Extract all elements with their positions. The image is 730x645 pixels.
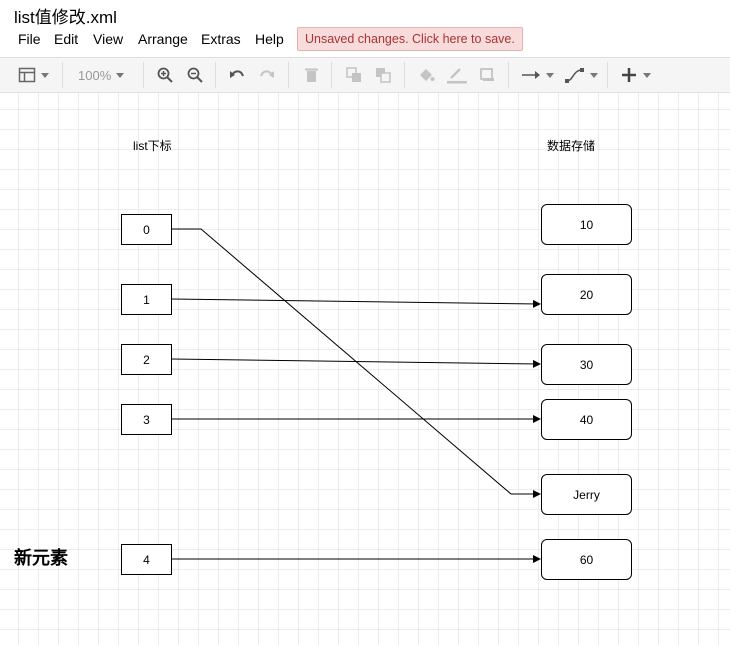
line-color-icon — [447, 68, 467, 84]
new-element-label[interactable]: 新元素 — [14, 548, 68, 568]
right-column-header[interactable]: 数据存储 — [547, 139, 596, 153]
zoom-in-button[interactable] — [156, 64, 174, 86]
delete-icon — [305, 68, 318, 82]
menu-edit[interactable]: Edit — [54, 31, 79, 47]
zoom-level: 100% — [78, 67, 112, 83]
edge-2-to-30[interactable] — [171, 358, 541, 368]
insert-dropdown[interactable] — [620, 64, 651, 86]
shadow-button[interactable] — [478, 64, 496, 86]
value-box[interactable]: 60 — [541, 539, 632, 580]
menu-extras[interactable]: Extras — [201, 31, 241, 47]
line-color-button[interactable] — [446, 64, 468, 86]
index-box[interactable]: 2 — [121, 344, 172, 375]
value-box[interactable]: 10 — [541, 204, 632, 245]
document-title[interactable]: list值修改.xml — [14, 8, 117, 27]
shadow-icon — [480, 68, 494, 81]
waypoints-dropdown[interactable] — [565, 64, 598, 86]
redo-button[interactable] — [258, 64, 276, 86]
menu-bar: File Edit View Arrange Extras Help — [0, 28, 730, 52]
to-back-button[interactable] — [374, 64, 392, 86]
value-box[interactable]: 40 — [541, 399, 632, 440]
connection-style-dropdown[interactable] — [521, 64, 554, 86]
menu-help[interactable]: Help — [255, 31, 284, 47]
to-front-button[interactable] — [345, 64, 363, 86]
waypoints-icon — [565, 68, 584, 83]
connection-icon — [522, 71, 540, 79]
zoom-out-icon — [187, 67, 203, 83]
menu-arrange[interactable]: Arrange — [138, 31, 188, 47]
menu-view[interactable]: View — [93, 31, 124, 47]
index-box[interactable]: 0 — [121, 214, 172, 245]
zoom-dropdown[interactable]: 100% — [78, 64, 125, 86]
delete-button[interactable] — [302, 64, 320, 86]
zoom-in-icon — [157, 67, 173, 83]
menu-file[interactable]: File — [18, 31, 41, 47]
redo-icon — [260, 70, 274, 78]
view-icon — [18, 67, 36, 83]
insert-icon — [622, 68, 636, 82]
left-column-header[interactable]: list下标 — [133, 139, 172, 153]
view-menu-button[interactable] — [18, 64, 49, 86]
to-front-icon — [346, 67, 361, 82]
value-box[interactable]: Jerry — [541, 474, 632, 515]
index-box[interactable]: 1 — [121, 284, 172, 315]
index-box[interactable]: 3 — [121, 404, 172, 435]
fill-color-button[interactable] — [417, 64, 435, 86]
value-box[interactable]: 30 — [541, 344, 632, 385]
undo-button[interactable] — [228, 64, 246, 86]
value-box[interactable]: 20 — [541, 274, 632, 315]
edge-1-to-20[interactable] — [171, 298, 541, 308]
zoom-out-button[interactable] — [186, 64, 204, 86]
undo-icon — [230, 70, 244, 78]
to-back-icon — [376, 68, 391, 83]
fill-color-icon — [420, 69, 435, 81]
unsaved-changes-button[interactable]: Unsaved changes. Click here to save. — [297, 27, 523, 51]
index-box[interactable]: 4 — [121, 544, 172, 575]
